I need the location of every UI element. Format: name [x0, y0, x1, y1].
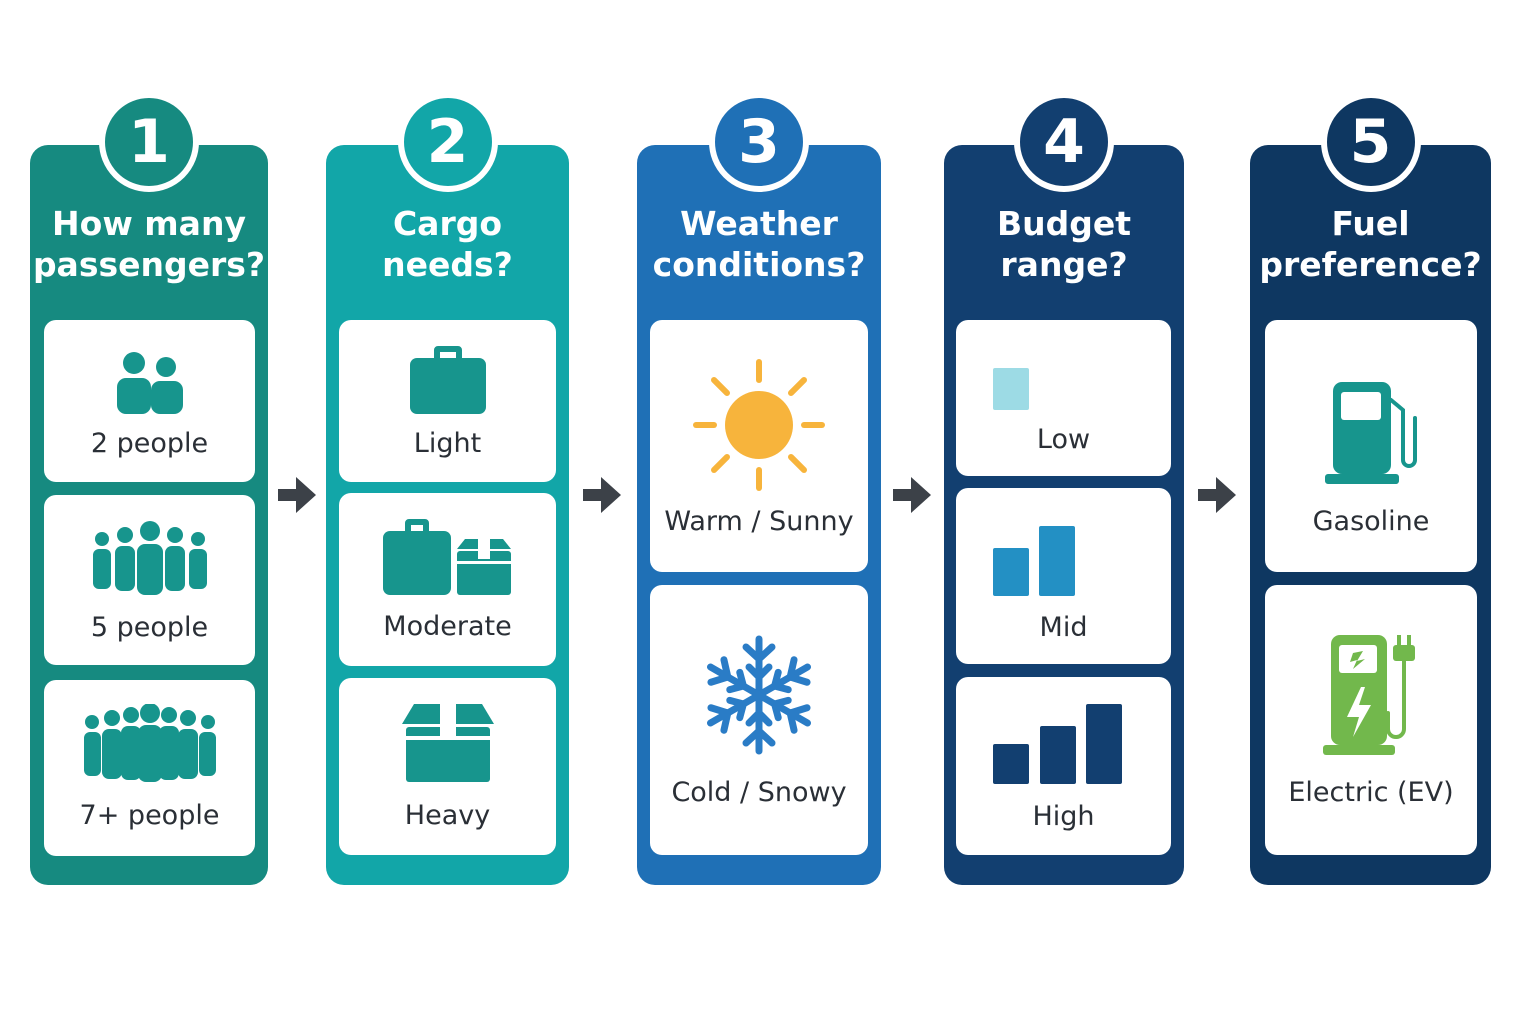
option-low[interactable]: Low — [956, 320, 1171, 476]
option-mid[interactable]: Mid — [956, 488, 1171, 664]
two-people-icon — [116, 352, 183, 414]
option-label: Low — [1036, 424, 1091, 455]
step-3-column: 3 Weather conditions? Warm / Sunny — [637, 92, 881, 885]
sun-icon — [693, 359, 825, 491]
large-box-icon — [401, 704, 494, 782]
step-1-badge: 1 — [99, 92, 199, 192]
option-label: 2 people — [90, 428, 209, 459]
step-5-badge: 5 — [1320, 92, 1421, 192]
option-label: Light — [413, 428, 482, 459]
option-light[interactable]: Light — [339, 320, 556, 482]
ev-charger-icon — [1323, 635, 1415, 755]
option-label: Gasoline — [1312, 506, 1430, 537]
luggage-and-box-icon — [382, 519, 511, 595]
option-moderate[interactable]: Moderate — [339, 493, 556, 666]
arrow-right-icon — [278, 477, 316, 513]
option-5-people[interactable]: 5 people — [44, 495, 255, 665]
three-bars-icon — [993, 704, 1122, 784]
option-gasoline[interactable]: Gasoline — [1265, 320, 1477, 572]
option-label: Moderate — [383, 611, 512, 642]
option-2-people[interactable]: 2 people — [44, 320, 255, 482]
snowflake-icon — [704, 635, 814, 757]
step-2-column: 2 Cargo needs? Light — [326, 92, 569, 885]
two-bars-icon — [993, 526, 1075, 596]
step-4-column: 4 Budget range? Low Mid High — [944, 92, 1184, 885]
option-label: Warm / Sunny — [664, 506, 854, 537]
option-label: High — [1032, 801, 1095, 832]
step-4-badge: 4 — [1014, 92, 1114, 192]
step-3-title: Weather conditions? — [652, 204, 866, 284]
gas-pump-icon — [1325, 382, 1417, 484]
option-high[interactable]: High — [956, 677, 1171, 855]
step-5-title: Fuel preference? — [1259, 204, 1482, 284]
option-label: Heavy — [404, 800, 491, 831]
option-cold-snowy[interactable]: Cold / Snowy — [650, 585, 868, 855]
arrow-right-icon — [583, 477, 621, 513]
step-1-column: 1 How many passengers? 2 people — [30, 92, 268, 885]
option-label: Cold / Snowy — [671, 777, 847, 808]
option-label: Mid — [1039, 612, 1088, 643]
one-bar-icon — [993, 368, 1029, 410]
option-7-people[interactable]: 7+ people — [44, 680, 255, 856]
option-label: Electric (EV) — [1288, 777, 1454, 808]
option-label: 7+ people — [79, 800, 220, 831]
arrow-right-icon — [893, 477, 931, 513]
option-label: 5 people — [90, 612, 209, 643]
option-heavy[interactable]: Heavy — [339, 678, 556, 855]
step-3-badge: 3 — [709, 92, 809, 192]
five-people-icon — [92, 521, 207, 595]
option-warm-sunny[interactable]: Warm / Sunny — [650, 320, 868, 572]
step-1-title: How many passengers? — [32, 204, 266, 284]
seven-people-icon — [83, 704, 216, 782]
arrow-right-icon — [1198, 477, 1236, 513]
option-electric-ev[interactable]: Electric (EV) — [1265, 585, 1477, 855]
step-2-title: Cargo needs? — [382, 204, 513, 284]
step-2-badge: 2 — [397, 92, 498, 192]
briefcase-icon — [409, 346, 486, 414]
step-4-title: Budget range? — [996, 204, 1132, 284]
step-5-column: 5 Fuel preference? Gasoline — [1250, 92, 1491, 885]
